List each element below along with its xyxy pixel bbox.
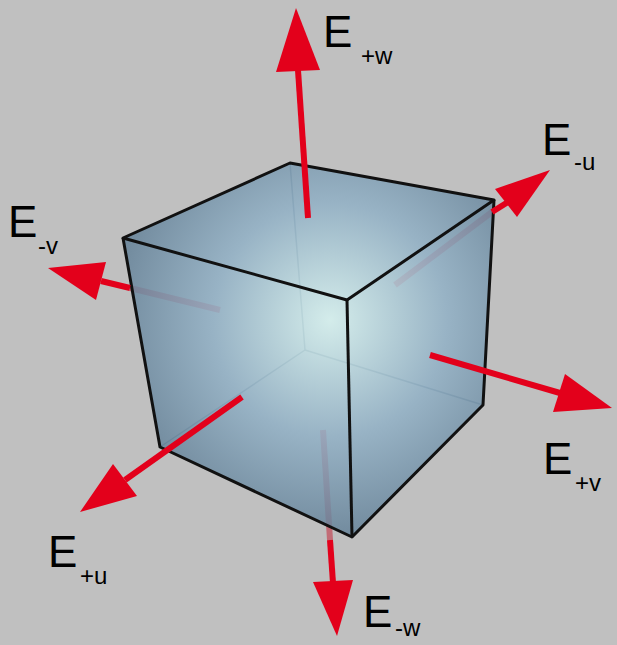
field-subscript: -u — [574, 150, 595, 174]
cube-faces — [123, 163, 494, 537]
cube-edges — [123, 163, 494, 537]
field-letter: E — [363, 590, 392, 634]
field-letter: E — [8, 200, 37, 244]
field-subscript: +v — [575, 471, 601, 495]
field-letter: E — [48, 530, 77, 574]
field-subscript: -w — [395, 616, 420, 640]
field-subscript: -v — [38, 234, 58, 258]
field-letter: E — [542, 118, 571, 162]
arrow-shafts — [101, 70, 560, 583]
field-subscript: +u — [80, 564, 107, 588]
field-letter: E — [323, 10, 352, 54]
field-subscript: +w — [361, 44, 392, 68]
arrow-heads — [48, 8, 612, 636]
field-letter: E — [543, 437, 572, 481]
